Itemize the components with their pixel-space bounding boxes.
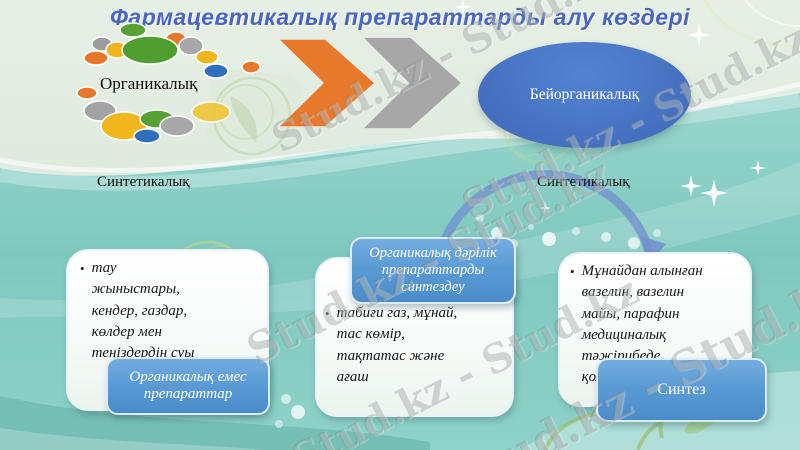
synthetic-label-right: Синтетикалық <box>537 174 630 190</box>
organic-label: Органикалық <box>100 74 198 93</box>
bullet-marker: • <box>570 264 575 279</box>
inorganic-ellipse: Бейорганикалық <box>478 42 691 148</box>
bullet-text: табиғи газ, мұнай, тас көмір, тақтатас ж… <box>336 305 458 385</box>
card-bullet-middle: • табиғи газ, мұнай, тас көмір, тақтатас… <box>325 303 465 388</box>
synthetic-label-left: Синтетикалық <box>97 174 190 190</box>
organic-bubbles-graphic <box>70 20 270 145</box>
bullet-text: тау жыныстары, кендер, газдар, көлдер ме… <box>91 260 195 362</box>
category-tag-synthesis: Синтез <box>596 358 767 422</box>
category-tag-inorganic-preparations: Органикалық емес препараттар <box>106 357 270 415</box>
page-title: Фармацевтикалық препараттарды алу көздер… <box>109 4 691 30</box>
card-bullet-left: • тау жыныстары, кендер, газдар, көлдер … <box>80 258 209 364</box>
bullet-marker: • <box>80 261 85 276</box>
category-tag-organic-synthesis: Органикалық дәрілік препараттарды синтез… <box>350 237 516 304</box>
bullet-marker: • <box>325 306 330 321</box>
